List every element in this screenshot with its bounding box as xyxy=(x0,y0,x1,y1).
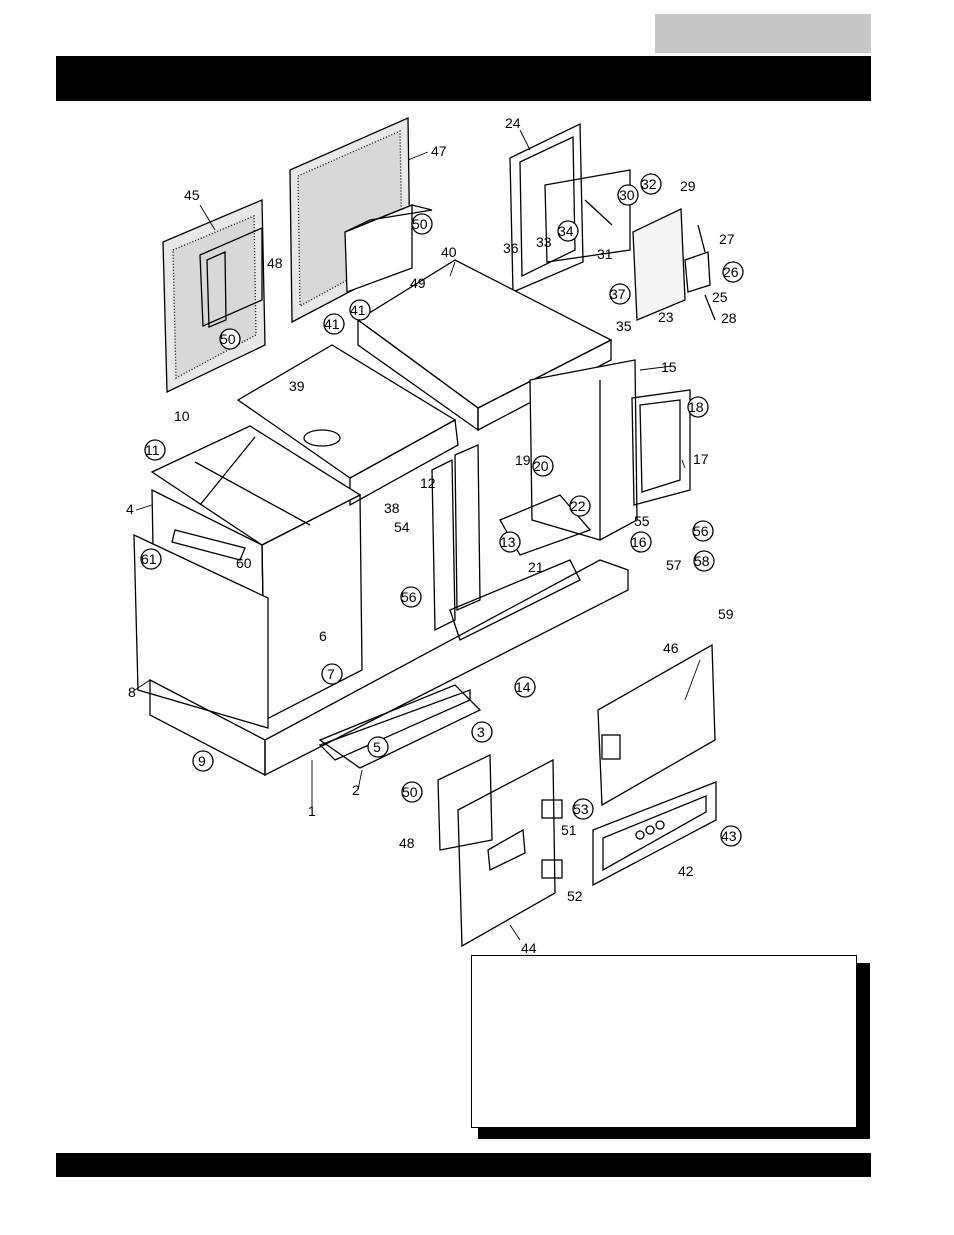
callout-20: 20 xyxy=(533,458,549,474)
callout-53: 53 xyxy=(573,801,589,817)
panel-42 xyxy=(592,781,717,887)
callout-46: 46 xyxy=(663,640,679,656)
callout-48-top: 48 xyxy=(267,255,283,271)
callout-48-bottom: 48 xyxy=(399,835,415,851)
callout-29: 29 xyxy=(680,178,696,194)
header-bar xyxy=(56,56,871,101)
panel-47 xyxy=(289,117,433,324)
callout-59: 59 xyxy=(718,606,734,622)
callout-52: 52 xyxy=(567,888,583,904)
callout-47: 47 xyxy=(431,143,447,159)
callout-40: 40 xyxy=(441,244,457,260)
callout-41-upper: 41 xyxy=(350,302,366,318)
callout-7: 7 xyxy=(327,666,335,682)
callout-41-lower: 41 xyxy=(324,316,340,332)
callout-38: 38 xyxy=(384,500,400,516)
callout-4: 4 xyxy=(126,501,134,517)
callout-16: 16 xyxy=(631,534,647,550)
tray-2 xyxy=(318,684,482,769)
callout-12: 12 xyxy=(420,475,436,491)
callout-51: 51 xyxy=(561,822,577,838)
roof-40 xyxy=(356,259,613,432)
callout-30: 30 xyxy=(619,187,635,203)
callout-15: 15 xyxy=(661,359,677,375)
callout-22: 22 xyxy=(570,498,586,514)
base-frame xyxy=(149,559,629,777)
callout-2: 2 xyxy=(352,782,360,798)
footer-bar xyxy=(56,1153,871,1177)
callout-56-right: 56 xyxy=(693,523,709,539)
callout-17: 17 xyxy=(693,451,709,467)
callout-10: 10 xyxy=(174,408,190,424)
callout-11: 11 xyxy=(145,442,160,458)
front-panel-8 xyxy=(133,529,269,729)
callout-28: 28 xyxy=(721,310,737,326)
callout-56-center: 56 xyxy=(401,589,417,605)
callout-50-top: 50 xyxy=(412,216,428,232)
callout-49: 49 xyxy=(410,275,426,291)
callout-5: 5 xyxy=(373,739,381,755)
callout-55: 55 xyxy=(634,513,650,529)
callout-27: 27 xyxy=(719,231,735,247)
upright-12 xyxy=(431,444,481,632)
note-box xyxy=(471,955,857,1128)
callout-43: 43 xyxy=(721,828,737,844)
callout-61: 61 xyxy=(141,551,157,567)
callout-50-left: 50 xyxy=(220,331,236,347)
callout-18: 18 xyxy=(688,399,704,415)
callout-9: 9 xyxy=(198,753,206,769)
callout-42: 42 xyxy=(678,863,694,879)
door-44 xyxy=(437,753,563,948)
callout-33: 33 xyxy=(536,234,552,250)
callout-3: 3 xyxy=(477,724,485,740)
callout-35: 35 xyxy=(616,318,632,334)
callout-60: 60 xyxy=(236,555,252,571)
callout-23: 23 xyxy=(658,309,674,325)
door-frame-24 xyxy=(509,122,631,293)
callout-31: 31 xyxy=(597,246,613,262)
callout-54: 54 xyxy=(394,519,410,535)
callout-36: 36 xyxy=(503,240,519,256)
callout-24: 24 xyxy=(505,115,521,131)
callout-58: 58 xyxy=(694,553,710,569)
callout-32: 32 xyxy=(641,176,657,192)
callout-25: 25 xyxy=(712,289,728,305)
callout-57: 57 xyxy=(666,557,682,573)
callout-14: 14 xyxy=(515,679,531,695)
callout-8: 8 xyxy=(128,684,136,700)
callout-34: 34 xyxy=(558,223,574,239)
header-tab xyxy=(655,14,871,53)
rear-housing-15 xyxy=(529,359,638,541)
callout-13: 13 xyxy=(500,534,516,550)
callout-1: 1 xyxy=(308,803,316,819)
callout-19: 19 xyxy=(515,452,531,468)
callout-39: 39 xyxy=(289,378,305,394)
door-23 xyxy=(632,207,716,321)
panel-17 xyxy=(631,389,691,506)
callout-26: 26 xyxy=(723,264,739,280)
callout-50-bottom: 50 xyxy=(402,784,418,800)
callout-6: 6 xyxy=(319,628,327,644)
callout-44: 44 xyxy=(521,940,537,956)
door-46 xyxy=(597,643,716,807)
callout-45: 45 xyxy=(184,187,200,203)
callout-37: 37 xyxy=(610,286,626,302)
callout-21: 21 xyxy=(528,559,544,575)
